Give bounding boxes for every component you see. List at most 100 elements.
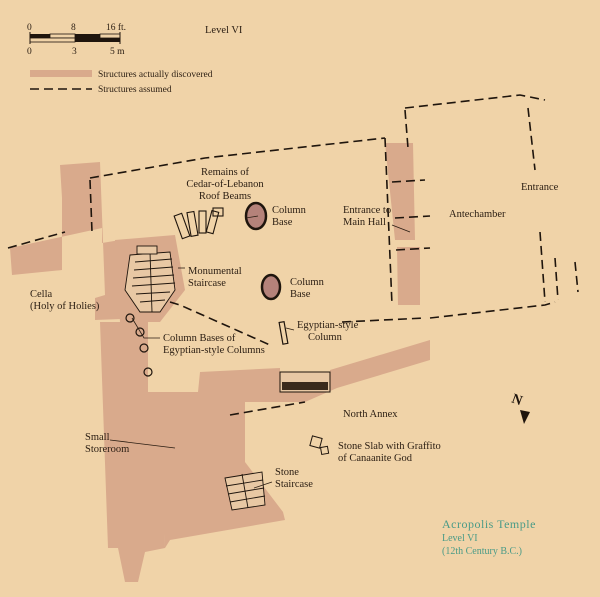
label-column-base-1-line1: Column: [272, 205, 307, 216]
label-column-bases-egyptian-line1: Column Bases of: [163, 333, 236, 344]
egyptian-column-bases: [125, 313, 153, 377]
scale-m-tick-0: 0: [27, 47, 32, 57]
stair-step: [229, 495, 266, 503]
north-annex-structure: [160, 340, 430, 548]
egyptian-column-base: [143, 367, 153, 377]
main-hall-south-wall: [169, 301, 271, 346]
label-entrance-main-hall-line1: Entrance to: [343, 205, 391, 216]
leader-egyptian-bases: [131, 317, 160, 339]
north-arrow-icon: [520, 410, 530, 424]
roof-beam: [186, 210, 199, 237]
label-egyptian-column-line1: Egyptian-style: [297, 320, 359, 331]
label-entrance-main-hall-line2: Main Hall: [343, 217, 386, 228]
monumental-staircase: [124, 245, 176, 313]
label-stone-staircase-line1: Stone: [275, 467, 299, 478]
scale-ft-tick-8: 8: [71, 23, 76, 33]
egyptian-column-base: [139, 343, 149, 353]
annex-line: [229, 401, 306, 416]
stone-slab-piece: [309, 435, 323, 449]
staircase-outline: [124, 251, 176, 313]
antechamber-pier-south: [397, 247, 420, 305]
antechamber-south-wall: [429, 301, 556, 319]
stair-divider: [241, 473, 249, 509]
title-line2: Level VI: [442, 533, 478, 544]
roof-beam: [198, 210, 207, 234]
stair-step: [139, 299, 166, 303]
level-label: Level VI: [205, 25, 243, 36]
label-column-base-2-line2: Base: [290, 289, 311, 300]
north-arrow: N: [510, 392, 530, 424]
label-column-base-1-line2: Base: [272, 217, 293, 228]
staircase-landing: [136, 245, 158, 255]
title-block: Acropolis Temple Level VI (12th Century …: [442, 517, 535, 557]
stair-step: [225, 479, 264, 487]
label-stone-slab-line2: of Canaanite God: [338, 453, 413, 464]
label-roof-beams-line1: Remains of: [201, 167, 250, 178]
scale-ft-tick-16: 16 ft.: [106, 22, 126, 33]
title-line3: (12th Century B.C.): [442, 546, 522, 557]
assumed-structures: [7, 94, 579, 416]
label-small-storeroom-line2: Storeroom: [85, 444, 129, 455]
leader-egyptian-column: [285, 327, 295, 331]
stair-step: [133, 266, 174, 271]
roof-beam: [205, 209, 220, 235]
legend-assumed-label: Structures assumed: [98, 85, 172, 95]
main-hall-west-wall: [89, 179, 93, 233]
scale-m-tick-3: 3: [72, 47, 77, 57]
north-annex-threshold: [279, 371, 331, 393]
north-arrow-letter: N: [510, 392, 525, 410]
egyptian-column-base: [135, 327, 145, 337]
stair-step: [227, 487, 265, 495]
stone-staircase: [224, 471, 266, 511]
label-monumental-staircase-line1: Monumental: [188, 266, 242, 277]
label-column-base-2-line1: Column: [290, 277, 325, 288]
scale-bar-segment: [29, 37, 76, 43]
cella-west-wall: [10, 162, 150, 320]
threshold-slab: [282, 382, 328, 390]
label-stone-staircase-line2: Staircase: [275, 479, 313, 490]
roof-beams: [173, 207, 224, 240]
entrance-post-2: [574, 261, 579, 293]
stair-step: [135, 291, 171, 295]
cella-outer-wall: [7, 231, 66, 249]
label-antechamber: Antechamber: [449, 209, 506, 220]
antechamber-east-wall-south: [539, 231, 546, 303]
stone-slab-piece: [319, 445, 330, 456]
stair-step: [134, 258, 173, 263]
label-column-bases-egyptian-line2: Egyptian-style Columns: [163, 345, 265, 356]
stair-step: [131, 282, 176, 287]
leader-stone-staircase: [253, 481, 273, 489]
map-labels: Remains of Cedar-of-Lebanon Roof Beams C…: [30, 167, 559, 490]
egyptian-column-base: [125, 313, 135, 323]
leader-column-base-1: [245, 215, 259, 219]
label-small-storeroom-line1: Small: [85, 432, 110, 443]
antechamber-north-wall: [404, 94, 546, 109]
legend: Structures actually discovered Structure…: [30, 70, 213, 95]
label-entrance: Entrance: [521, 182, 559, 193]
column-base-2: [260, 273, 282, 301]
scale-ft-tick-0: 0: [27, 23, 32, 33]
label-cella-line2: (Holy of Holies): [30, 301, 100, 312]
leader-entrance-main-hall: [391, 224, 411, 233]
entrance-line-top: [391, 179, 426, 183]
entrance-post-1: [554, 257, 559, 301]
west-stub: [12, 246, 62, 272]
scale-bar-segment: [99, 33, 121, 39]
label-monumental-staircase-line2: Staircase: [188, 278, 226, 289]
egyptian-style-column: [278, 320, 289, 345]
label-stone-slab-line1: Stone Slab with Graffito: [338, 441, 441, 452]
antechamber-east-wall: [527, 107, 536, 171]
scale-bar-segment: [75, 38, 120, 42]
label-roof-beams-line2: Cedar-of-Lebanon: [186, 179, 264, 190]
stair-step: [132, 274, 175, 279]
label-cella-line1: Cella: [30, 289, 52, 300]
label-egyptian-column-line2: Column: [308, 332, 343, 343]
entrance-line-bottom: [394, 215, 431, 219]
scale-bar: 0 8 16 ft. 0 3 5 m: [27, 22, 126, 57]
scale-bar-segment: [30, 34, 50, 38]
stair-divider: [149, 251, 153, 313]
label-roof-beams-line3: Roof Beams: [199, 191, 251, 202]
legend-discovered-swatch: [30, 70, 92, 77]
leader-lines: [109, 215, 411, 489]
storeroom-wall: [100, 322, 165, 582]
